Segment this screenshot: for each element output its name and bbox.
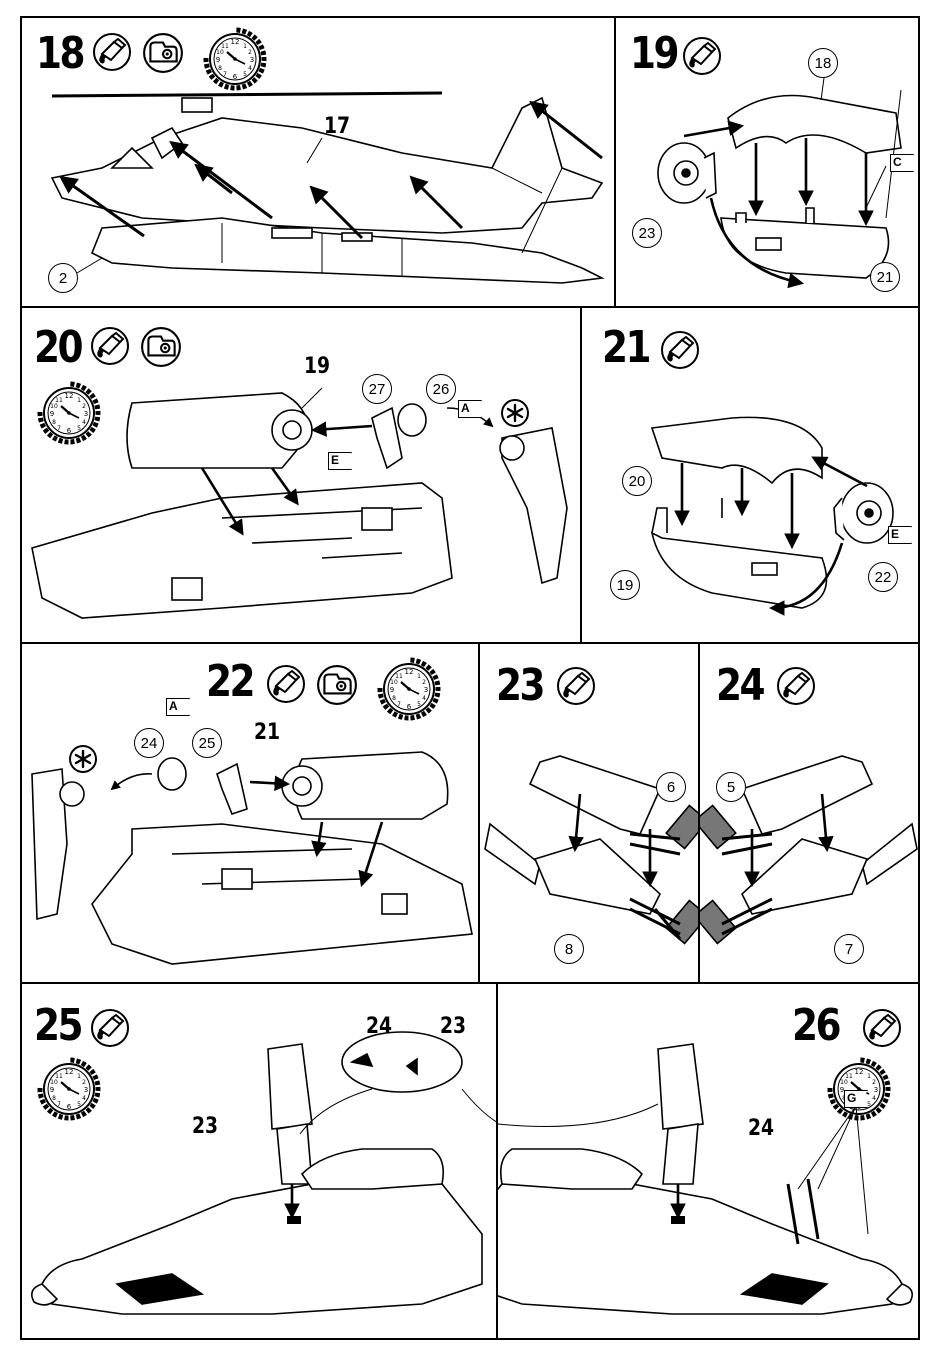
flag-letter: G — [847, 1090, 856, 1107]
wing-assembly-diagram — [700, 644, 920, 984]
flag-letter: C — [893, 154, 902, 171]
instruction-sheet: 18 — [20, 16, 920, 1340]
detail-label-23: 23 — [440, 1014, 466, 1039]
step-26-panel: 26 24 — [496, 982, 920, 1340]
part-label-23: 23 — [192, 1114, 218, 1139]
flag-letter: A — [169, 698, 178, 715]
flag-letter: A — [461, 400, 470, 417]
part-callout-6: 6 — [656, 772, 686, 802]
flag-a: A — [166, 698, 190, 716]
helicopter-side-diagram — [22, 18, 616, 308]
part-callout-23: 23 — [632, 218, 662, 248]
step-18-panel: 18 — [20, 16, 616, 308]
part-label-17: 17 — [324, 114, 350, 139]
wing-install-diagram — [498, 984, 920, 1340]
part-callout-22: 22 — [868, 562, 898, 592]
part-callout-5: 5 — [716, 772, 746, 802]
part-label-24: 24 — [748, 1116, 774, 1141]
nacelle-install-diagram — [22, 308, 582, 644]
part-callout-24: 24 — [134, 728, 164, 758]
part-callout-8: 8 — [554, 934, 584, 964]
detail-label-24: 24 — [366, 1014, 392, 1039]
step-19-panel: 19 18 23 — [614, 16, 920, 308]
step-24-panel: 24 5 7 — [698, 642, 920, 984]
step-22-panel: 22 24 — [20, 642, 480, 984]
flag-letter: E — [331, 452, 339, 469]
part-callout-20: 20 — [622, 466, 652, 496]
step-23-panel: 23 6 8 — [478, 642, 700, 984]
flag-letter: E — [891, 526, 899, 543]
flag-c: C — [890, 154, 914, 172]
flag-a: A — [458, 400, 482, 418]
part-callout-19: 19 — [610, 570, 640, 600]
part-callout-18: 18 — [808, 48, 838, 78]
step-20-panel: 20 — [20, 306, 582, 644]
part-label-19: 19 — [304, 354, 330, 379]
part-callout-25: 25 — [192, 728, 222, 758]
part-callout-21: 21 — [870, 262, 900, 292]
part-callout-27: 27 — [362, 374, 392, 404]
part-callout-26: 26 — [426, 374, 456, 404]
step-25-panel: 25 23 24 23 — [20, 982, 498, 1340]
wing-assembly-diagram — [480, 644, 700, 984]
flag-e: E — [888, 526, 912, 544]
flag-g: G — [844, 1090, 868, 1108]
wing-install-diagram — [22, 984, 498, 1340]
nacelle-install-diagram — [22, 644, 480, 984]
part-label-21: 21 — [254, 720, 280, 745]
step-21-panel: 21 20 19 22 — [580, 306, 920, 644]
flag-e: E — [328, 452, 352, 470]
part-callout-7: 7 — [834, 934, 864, 964]
part-callout-2: 2 — [48, 263, 78, 293]
